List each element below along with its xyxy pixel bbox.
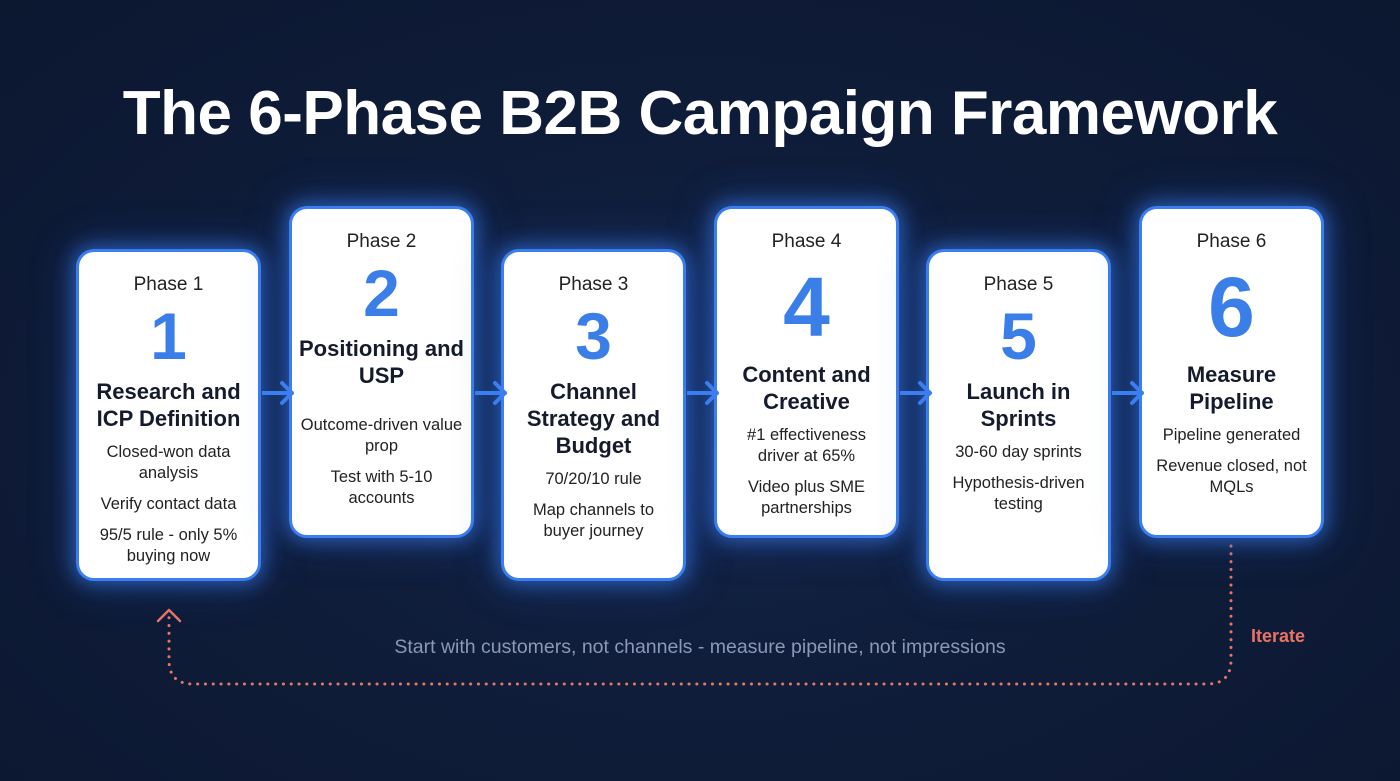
phase-bullets: 30-60 day sprints Hypothesis-driven test… bbox=[929, 442, 1108, 515]
phase-bullet: 70/20/10 rule bbox=[545, 470, 642, 488]
phase-bullet: Closed-won data analysis bbox=[106, 443, 231, 482]
phase-bullet: Hypothesis-driven testing bbox=[952, 474, 1085, 513]
arrow-right-icon bbox=[687, 381, 719, 405]
arrow-right-icon bbox=[262, 381, 294, 405]
phase-title: Measure Pipeline bbox=[1186, 362, 1277, 414]
phase-bullets: Pipeline generated Revenue closed, not M… bbox=[1142, 425, 1321, 498]
phase-title: Channel Strategy and Budget bbox=[526, 379, 661, 458]
phase-card-3: Phase 3 3 Channel Strategy and Budget 70… bbox=[501, 249, 686, 581]
phase-bullets: Outcome-driven value prop Test with 5-10… bbox=[292, 415, 471, 509]
phase-bullets: Closed-won data analysis Verify contact … bbox=[79, 442, 258, 567]
phase-number: 4 bbox=[783, 260, 830, 354]
phase-label: Phase 6 bbox=[1196, 231, 1267, 252]
tagline: Start with customers, not channels - mea… bbox=[394, 636, 1006, 658]
phase-number: 1 bbox=[150, 299, 187, 373]
phase-bullet: Revenue closed, not MQLs bbox=[1156, 457, 1307, 496]
phase-bullets: 70/20/10 rule Map channels to buyer jour… bbox=[504, 469, 683, 542]
arrow-right-icon bbox=[1112, 381, 1144, 405]
phase-bullet: Test with 5-10 accounts bbox=[330, 468, 433, 507]
phase-bullet: 30-60 day sprints bbox=[955, 443, 1082, 461]
phase-label: Phase 2 bbox=[346, 231, 417, 252]
iterate-label: Iterate bbox=[1251, 626, 1306, 646]
phase-number: 3 bbox=[575, 299, 612, 373]
arrow-right-icon bbox=[475, 381, 507, 405]
phase-bullet: Video plus SME partnerships bbox=[747, 478, 866, 517]
phase-card-1: Phase 1 1 Research and ICP Definition Cl… bbox=[76, 249, 261, 581]
phase-card-5: Phase 5 5 Launch in Sprints 30-60 day sp… bbox=[926, 249, 1111, 581]
arrow-right-icon bbox=[900, 381, 932, 405]
phase-title: Launch in Sprints bbox=[966, 379, 1071, 431]
phase-bullet: Outcome-driven value prop bbox=[300, 416, 463, 455]
phase-bullet: 95/5 rule - only 5% buying now bbox=[99, 526, 238, 565]
page-title: The 6-Phase B2B Campaign Framework bbox=[122, 79, 1278, 148]
phase-bullet: Map channels to buyer journey bbox=[532, 501, 655, 540]
phase-title: Content and Creative bbox=[742, 362, 871, 414]
phase-bullet: Pipeline generated bbox=[1162, 426, 1301, 444]
phase-bullet: #1 effectiveness driver at 65% bbox=[747, 426, 866, 465]
phase-title: Research and ICP Definition bbox=[96, 379, 241, 431]
loop-arrowhead-icon bbox=[156, 608, 182, 623]
phase-number: 2 bbox=[363, 256, 400, 330]
phase-number: 5 bbox=[1000, 299, 1037, 373]
phase-card-6: Phase 6 6 Measure Pipeline Pipeline gene… bbox=[1139, 206, 1324, 538]
phase-label: Phase 5 bbox=[983, 274, 1054, 295]
phase-number: 6 bbox=[1208, 260, 1255, 354]
phase-bullet: Verify contact data bbox=[100, 495, 237, 513]
phase-card-2: Phase 2 2 Positioning and USP Outcome-dr… bbox=[289, 206, 474, 538]
phase-label: Phase 1 bbox=[133, 274, 204, 295]
phase-label: Phase 3 bbox=[558, 274, 629, 295]
phase-card-4: Phase 4 4 Content and Creative #1 effect… bbox=[714, 206, 899, 538]
phase-label: Phase 4 bbox=[771, 231, 842, 252]
phase-bullets: #1 effectiveness driver at 65% Video plu… bbox=[717, 425, 896, 519]
phase-title: Positioning and USP bbox=[299, 336, 464, 388]
